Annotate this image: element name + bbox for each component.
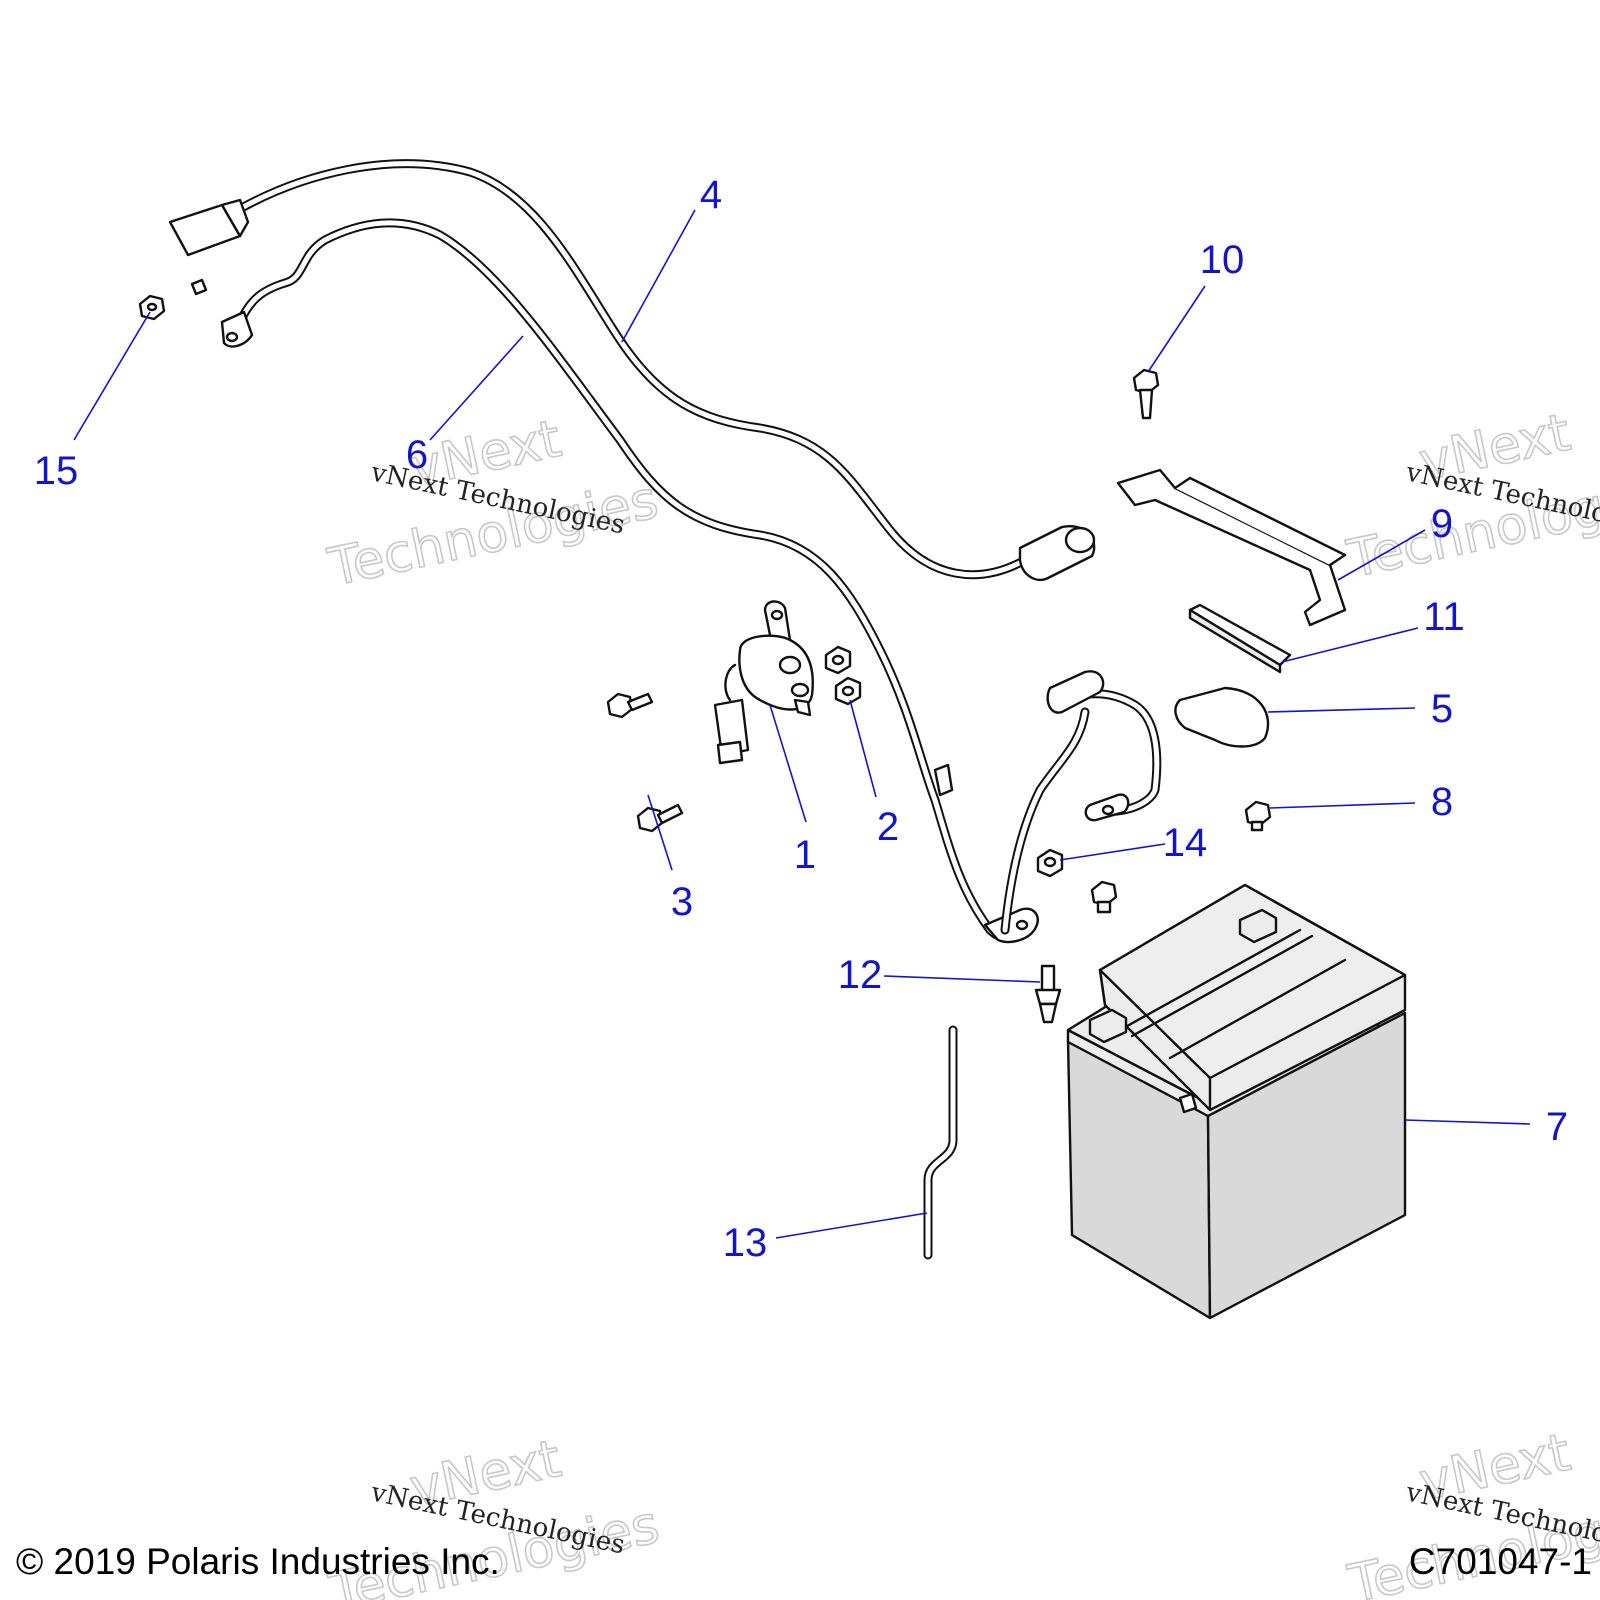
callout-1: 1 — [794, 833, 816, 877]
callout-2: 2 — [877, 805, 899, 849]
leader-13 — [775, 1212, 928, 1239]
battery-part-7 — [1066, 883, 1407, 1320]
nut-part-14 — [1036, 848, 1118, 914]
leader-15 — [73, 311, 151, 441]
callout-6: 6 — [406, 433, 428, 477]
leader-lines — [73, 209, 1531, 1239]
tube-part-13 — [923, 1025, 958, 1260]
callout-14: 14 — [1163, 821, 1208, 865]
callout-12: 12 — [838, 953, 883, 997]
copyright-notice: © 2019 Polaris Industries Inc. — [16, 1541, 500, 1582]
callout-10: 10 — [1200, 238, 1245, 282]
leader-2 — [849, 699, 877, 798]
cable-part-4 — [168, 159, 1096, 582]
bolt-part-3 — [606, 692, 684, 833]
drawing-number: C701047-1 — [1409, 1541, 1592, 1582]
leader-10 — [1147, 285, 1206, 373]
leader-14 — [1059, 843, 1166, 861]
leader-4 — [621, 209, 696, 343]
leader-5 — [1267, 707, 1416, 713]
callout-13: 13 — [723, 1221, 768, 1265]
leader-8 — [1269, 802, 1416, 809]
callout-9: 9 — [1431, 502, 1453, 546]
leader-9 — [1337, 529, 1426, 581]
callout-8: 8 — [1431, 780, 1453, 824]
bolt-part-10 — [1132, 368, 1160, 420]
cable-part-5 — [1000, 670, 1270, 935]
leader-12 — [883, 975, 1041, 983]
bracket-part-9 — [1116, 468, 1347, 627]
callout-7: 7 — [1546, 1105, 1568, 1149]
nut-part-2 — [824, 645, 862, 706]
leader-11 — [1281, 627, 1419, 663]
callout-3: 3 — [671, 880, 693, 924]
callout-11: 11 — [1423, 595, 1465, 639]
leader-7 — [1404, 1119, 1531, 1125]
leader-1 — [769, 704, 807, 823]
nut-part-15 — [138, 278, 208, 321]
callout-labels: 1 2 3 4 5 6 7 8 9 10 11 12 13 14 15 — [34, 173, 1568, 1265]
cable-part-6 — [220, 218, 1039, 944]
nut-part-8 — [1244, 800, 1272, 832]
leader-6 — [429, 335, 524, 441]
callout-5: 5 — [1431, 687, 1453, 731]
callout-4: 4 — [700, 173, 722, 217]
pad-part-11 — [1188, 603, 1292, 674]
fitting-part-12 — [1034, 964, 1062, 1024]
callout-15: 15 — [34, 449, 79, 493]
leader-3 — [647, 794, 673, 871]
relay-part-1 — [713, 600, 814, 765]
